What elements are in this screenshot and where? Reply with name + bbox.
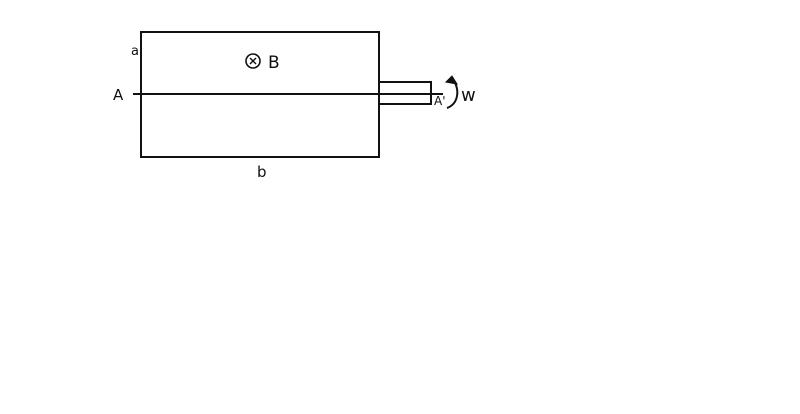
- field-label: B: [268, 53, 280, 73]
- into-page-circle-x-icon: [245, 53, 261, 69]
- angular-velocity-label: w: [461, 85, 476, 106]
- axis-start-label: A: [113, 86, 124, 104]
- axle-extension-box: [378, 81, 432, 105]
- side-b-label: b: [257, 163, 267, 181]
- side-a-label: a: [131, 44, 139, 59]
- axis-end-label: A': [434, 94, 446, 108]
- curved-arrow-icon: [444, 75, 459, 109]
